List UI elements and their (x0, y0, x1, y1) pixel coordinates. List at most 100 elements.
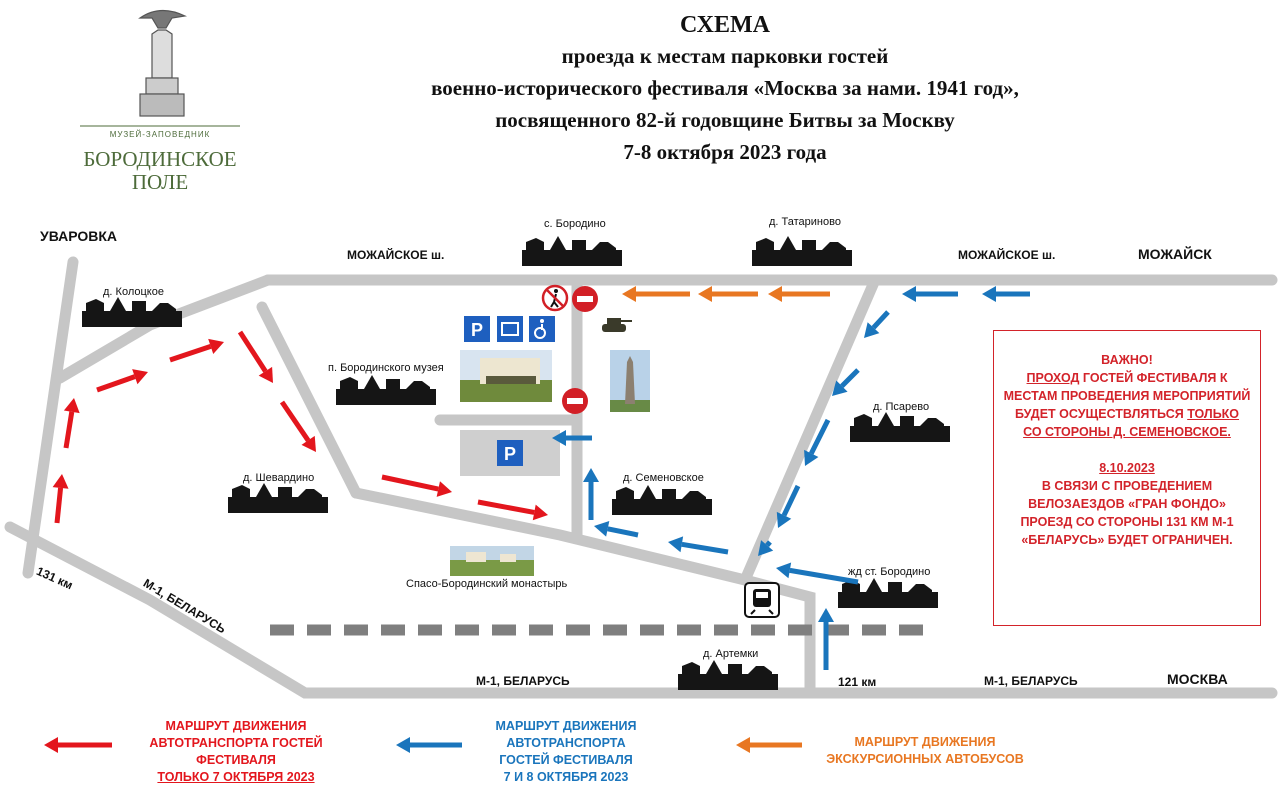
city-mozhaisk: МОЖАЙСК (1138, 246, 1212, 262)
village-icon-museum (336, 375, 436, 405)
notice-underline-1: ПРОХОД (1026, 371, 1080, 385)
place-museum: п. Бородинского музея (328, 362, 444, 374)
m1-highway-west (4, 521, 1278, 699)
roads (4, 256, 1278, 699)
legend-orange: МАРШРУТ ДВИЖЕНИЯ ЭКСКУРСИОННЫХ АВТОБУСОВ (810, 734, 1040, 768)
legend-blue-line4: 7 И 8 ОКТЯБРЯ 2023 (503, 770, 629, 784)
red-route-arrow (96, 369, 148, 393)
place-kolotskoe: д. Колоцкое (103, 286, 164, 298)
legend-blue-arrow (396, 737, 462, 753)
place-station: жд ст. Бородино (848, 566, 931, 578)
legend-orange-line1: МАРШРУТ ДВИЖЕНИЯ (854, 735, 996, 749)
place-psarevo: д. Псарево (873, 401, 930, 413)
notice-paragraph-2: В СВЯЗИ С ПРОВЕДЕНИЕМ ВЕЛОЗАЕЗДОВ «ГРАН … (1020, 479, 1234, 547)
parking-lot-sign (497, 440, 523, 466)
legend-blue-line2: АВТОТРАНСПОРТА (506, 736, 626, 750)
legend-arrows (44, 737, 802, 753)
title-line-4: посвященного 82-й годовщине Битвы за Мос… (495, 108, 955, 132)
blue-route-arrow (982, 286, 1030, 302)
orange-route-arrow (698, 286, 758, 302)
train-station-icon (744, 582, 780, 618)
red-route-arrow (63, 398, 80, 449)
notice-heading: ВАЖНО! (1101, 353, 1153, 367)
notice-paragraph-1: ПРОХОД ГОСТЕЙ ФЕСТИВАЛЯ К МЕСТАМ ПРОВЕДЕ… (1002, 369, 1252, 441)
place-borodino: с. Бородино (544, 218, 606, 230)
red-route-arrow (477, 499, 548, 521)
red-route-arrow (169, 338, 224, 363)
blue-route-arrow (758, 540, 774, 556)
title-line-1: СХЕМА (679, 12, 771, 38)
bus-icon (497, 316, 523, 342)
parking-lot-sign-label: P (504, 444, 516, 464)
legend-orange-arrow (736, 737, 802, 753)
place-monastery: Спасо-Бородинский монастырь (406, 578, 568, 590)
legend-red-line4: ТОЛЬКО 7 ОКТЯБРЯ 2023 (157, 770, 315, 784)
no-entry-sign-top (572, 286, 598, 312)
blue-route-arrow (776, 484, 801, 528)
blue-route-arrow (832, 368, 860, 396)
city-moskva: МОСКВА (1167, 671, 1228, 687)
place-artemki: д. Артемки (703, 648, 759, 660)
blue-route-arrow (864, 310, 890, 338)
blue-route-arrow (804, 418, 831, 466)
legend-orange-line2: ЭКСКУРСИОННЫХ АВТОБУСОВ (826, 752, 1024, 766)
logo-title: БОРОДИНСКОЕ ПОЛЕ (70, 148, 250, 194)
red-route-arrow (381, 474, 452, 497)
km-121-label: 121 км (838, 675, 877, 689)
legend-red-line2: АВТОТРАНСПОРТА ГОСТЕЙ (149, 736, 323, 750)
road-label-m1-right: М-1, БЕЛАРУСЬ (984, 674, 1078, 688)
red-route-arrow (237, 330, 273, 383)
logo-title-line2: ПОЛЕ (131, 170, 189, 194)
notice-text-1: ГОСТЕЙ ФЕСТИВАЛЯ К МЕСТАМ ПРОВЕДЕНИЯ МЕР… (1003, 371, 1251, 421)
title-line-5: 7-8 октября 2023 года (623, 140, 827, 164)
title-line-3: военно-исторического фестиваля «Москва з… (431, 76, 1019, 100)
blue-route-arrow (594, 520, 639, 538)
legend-blue: МАРШРУТ ДВИЖЕНИЯ АВТОТРАНСПОРТА ГОСТЕЙ Ф… (466, 718, 666, 786)
blue-route-arrow (776, 562, 859, 585)
place-tatarinovo: д. Татариново (769, 216, 841, 228)
kolotskoe-road (54, 274, 274, 384)
red-route-arrow (279, 400, 316, 452)
village-icon-borodino (522, 236, 622, 266)
village-icon-tatarinovo (752, 236, 852, 266)
no-pedestrian-sign (541, 284, 569, 312)
road-label-m1-left: М-1, БЕЛАРУСЬ (476, 674, 570, 688)
title-line-2: проезда к местам парковки гостей (561, 44, 889, 68)
village-icon-shevardino (228, 483, 328, 513)
shevardino-road (256, 301, 362, 499)
orange-route-arrow (622, 286, 690, 302)
route-arrows (52, 286, 1030, 670)
place-semenovskoe: д. Семеновское (623, 472, 704, 484)
city-uvarovka: УВАРОВКА (40, 228, 118, 244)
road-label-mozhaiskoe-left: МОЖАЙСКОЕ ш. (347, 248, 445, 262)
important-notice: ВАЖНО! ПРОХОД ГОСТЕЙ ФЕСТИВАЛЯ К МЕСТАМ … (993, 330, 1261, 626)
logo-title-line1: БОРОДИНСКОЕ (83, 147, 237, 171)
blue-route-arrow (583, 468, 599, 520)
red-route-arrow (52, 474, 69, 524)
blue-route-arrow (818, 608, 834, 670)
legend-blue-line1: МАРШРУТ ДВИЖЕНИЯ (495, 719, 637, 733)
road-label-mozhaiskoe-right: МОЖАЙСКОЕ ш. (958, 248, 1056, 262)
village-icon-artemki (678, 660, 778, 690)
place-shevardino: д. Шевардино (243, 472, 315, 484)
legend-red-line1: МАРШРУТ ДВИЖЕНИЯ (165, 719, 307, 733)
tank-icon (602, 318, 632, 332)
blue-route-arrow (902, 286, 958, 302)
semenovskoe-road (350, 487, 816, 699)
uvarovka-road (22, 256, 79, 579)
legend-blue-line3: ГОСТЕЙ ФЕСТИВАЛЯ (499, 753, 633, 767)
notice-underline-3: СО СТОРОНЫ Д. СЕМЕНОВСКОЕ. (1023, 425, 1231, 439)
notice-date-text: 8.10.2023 (1099, 461, 1155, 475)
notice-underline-2: ТОЛЬКО (1187, 407, 1240, 421)
legend-red-line3: ФЕСТИВАЛЯ (196, 753, 276, 767)
orange-route-arrow (768, 286, 830, 302)
logo-monument (138, 9, 188, 117)
parking-sign-label: P (471, 320, 483, 340)
logo-subtitle: МУЗЕЙ-ЗАПОВЕДНИК (109, 130, 211, 139)
blue-route-arrow (552, 430, 592, 446)
village-icon-semenovskoe (612, 485, 712, 515)
blue-route-arrow (668, 536, 729, 555)
monument-photo (610, 350, 650, 412)
parking-top-group: P (464, 316, 555, 342)
